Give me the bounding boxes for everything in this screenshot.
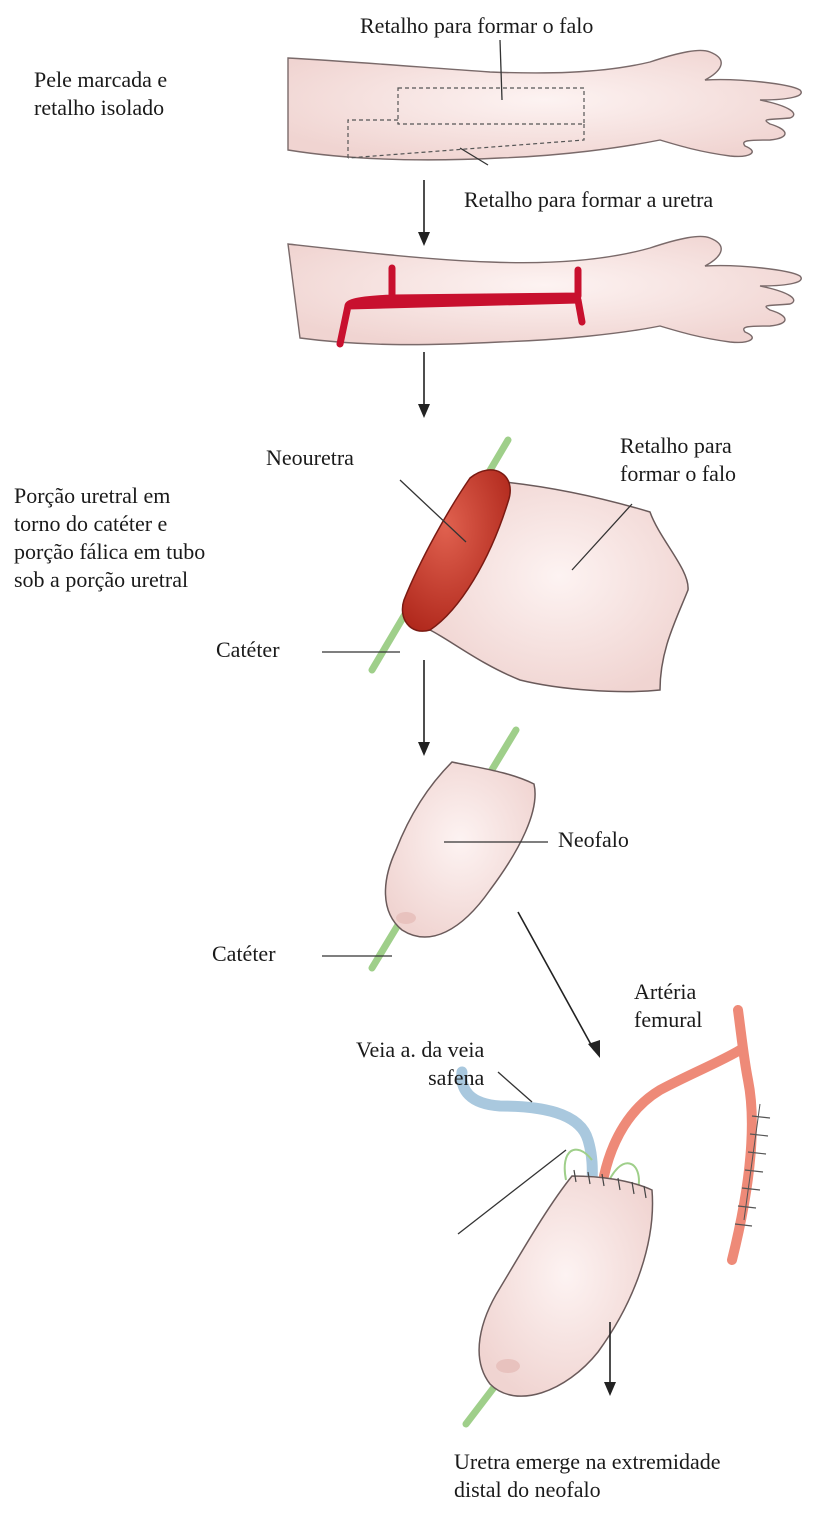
label-urethra-emerges: Uretra emerge na extremidade distal do n… (454, 1448, 721, 1504)
label-flap-phallus-right: Retalho para formar o falo (620, 432, 736, 488)
arrow-1 (418, 180, 430, 246)
arm-marked-icon (288, 40, 801, 165)
label-urethral-portion: Porção uretral em torno do catéter e por… (14, 482, 205, 594)
neophallus-icon (322, 730, 548, 968)
label-skin-marked: Pele marcada e retalho isolado (34, 66, 167, 122)
label-catheter-1: Catéter (216, 636, 280, 664)
label-neophallus: Neofalo (558, 826, 629, 854)
label-neourethra: Neouretra (266, 444, 354, 472)
arrow-2 (418, 352, 430, 418)
vessel-icon (458, 1010, 770, 1424)
label-femoral-artery: Artéria femural (634, 978, 702, 1034)
arm-incision-icon (288, 236, 801, 344)
label-flap-urethra: Retalho para formar a uretra (464, 186, 713, 214)
label-saphenous-vein: Veia a. da veia safena (356, 1036, 484, 1092)
arrow-4 (518, 848, 600, 1058)
arrow-3 (418, 660, 430, 756)
label-catheter-2: Catéter (212, 940, 276, 968)
label-flap-phallus-top: Retalho para formar o falo (360, 12, 593, 40)
